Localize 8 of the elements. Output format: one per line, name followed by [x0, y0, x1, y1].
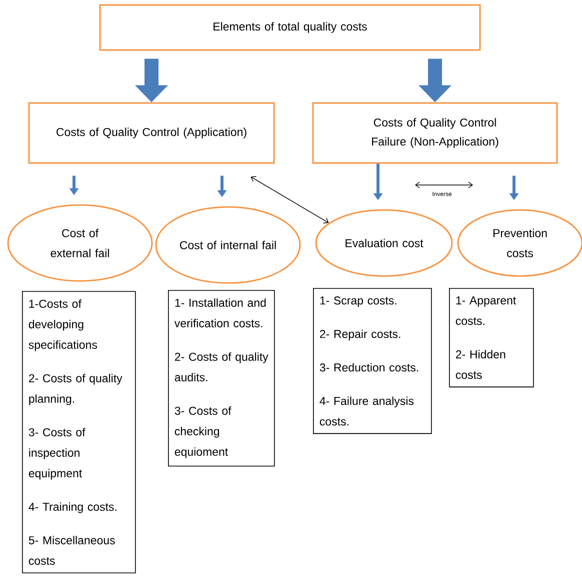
category-box: Costs of Quality Control (Application) — [28, 102, 275, 164]
category-box: Costs of Quality Control Failure (Non-Application) — [312, 102, 558, 164]
arrow — [250, 176, 329, 224]
item-list-box: 1- Apparent costs. 2- Hidden costs — [449, 288, 534, 388]
item-list-box: 1- Installation and verification costs. 2- Costs of quality audits. 3- Costs of checking equioment — [168, 290, 275, 467]
category-box: Elements of total quality costs — [99, 4, 481, 51]
item-list-box: 1- Scrap costs. 2- Repair costs. 3- Reduction costs. 4- Failure analysis costs. — [313, 288, 432, 434]
item-list-box: 1-Costs of developing specifications 2- Costs of quality planning. 3- Costs of inspection equipment 4- Training costs. 5- Miscellaneous costs — [22, 291, 136, 574]
